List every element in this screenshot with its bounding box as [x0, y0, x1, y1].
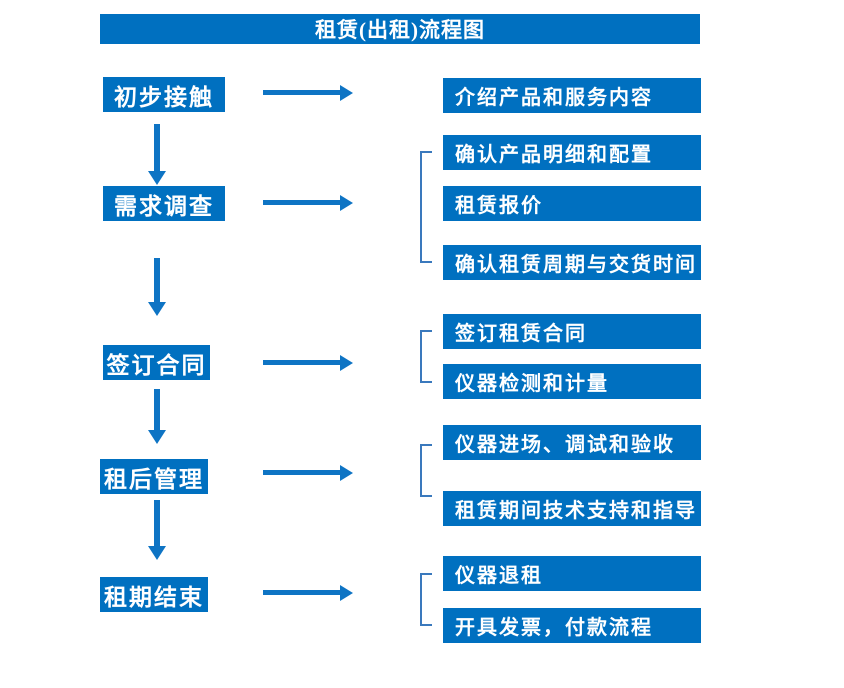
detail-box-instrument-testing: 仪器检测和计量: [443, 364, 701, 399]
arrow-head: [340, 585, 353, 601]
arrow-head: [148, 171, 166, 185]
arrow-head: [148, 546, 166, 560]
arrow-shaft: [263, 90, 342, 95]
right-arrow-icon: [263, 195, 353, 211]
arrow-shaft: [154, 124, 160, 172]
group-bracket-demand-survey: [420, 151, 432, 263]
arrow-head: [340, 465, 353, 481]
detail-box-confirm-product-details: 确认产品明细和配置: [443, 135, 701, 170]
down-arrow-icon: [148, 124, 166, 185]
detail-box-technical-support: 租赁期间技术支持和指导: [443, 491, 701, 526]
right-arrow-icon: [263, 585, 353, 601]
right-arrow-icon: [263, 465, 353, 481]
arrow-shaft: [263, 470, 342, 475]
arrow-shaft: [263, 200, 342, 205]
arrow-head: [148, 302, 166, 316]
down-arrow-icon: [148, 258, 166, 316]
detail-box-invoice-payment: 开具发票，付款流程: [443, 608, 701, 643]
detail-box-sign-lease-contract: 签订租赁合同: [443, 314, 701, 349]
detail-box-instrument-return: 仪器退租: [443, 556, 701, 591]
detail-box-instrument-entry: 仪器进场、调试和验收: [443, 425, 701, 460]
arrow-head: [340, 355, 353, 371]
down-arrow-icon: [148, 389, 166, 444]
stage-box-demand-survey: 需求调查: [103, 186, 225, 221]
stage-box-lease-end: 租期结束: [100, 577, 208, 612]
stage-box-sign-contract: 签订合同: [103, 345, 210, 380]
arrow-shaft: [154, 500, 160, 547]
group-bracket-lease-end: [420, 573, 432, 626]
down-arrow-icon: [148, 500, 166, 560]
arrow-shaft: [263, 590, 342, 595]
stage-box-post-rental-management: 租后管理: [100, 459, 208, 494]
detail-box-rental-quote: 租赁报价: [443, 186, 701, 221]
group-bracket-sign-contract: [420, 330, 432, 383]
right-arrow-icon: [263, 355, 353, 371]
arrow-shaft: [263, 360, 342, 365]
stage-box-initial-contact: 初步接触: [103, 77, 225, 112]
detail-box-confirm-lease-period: 确认租赁周期与交货时间: [443, 245, 701, 280]
flowchart-title: 租赁(出租)流程图: [315, 18, 485, 42]
arrow-shaft: [154, 389, 160, 431]
group-bracket-post-rental: [420, 444, 432, 497]
right-arrow-icon: [263, 85, 353, 101]
flowchart-title-bar: 租赁(出租)流程图: [100, 14, 700, 44]
detail-box-introduce-products: 介绍产品和服务内容: [443, 78, 701, 113]
arrow-head: [340, 85, 353, 101]
arrow-head: [340, 195, 353, 211]
arrow-shaft: [154, 258, 160, 303]
arrow-head: [148, 430, 166, 444]
